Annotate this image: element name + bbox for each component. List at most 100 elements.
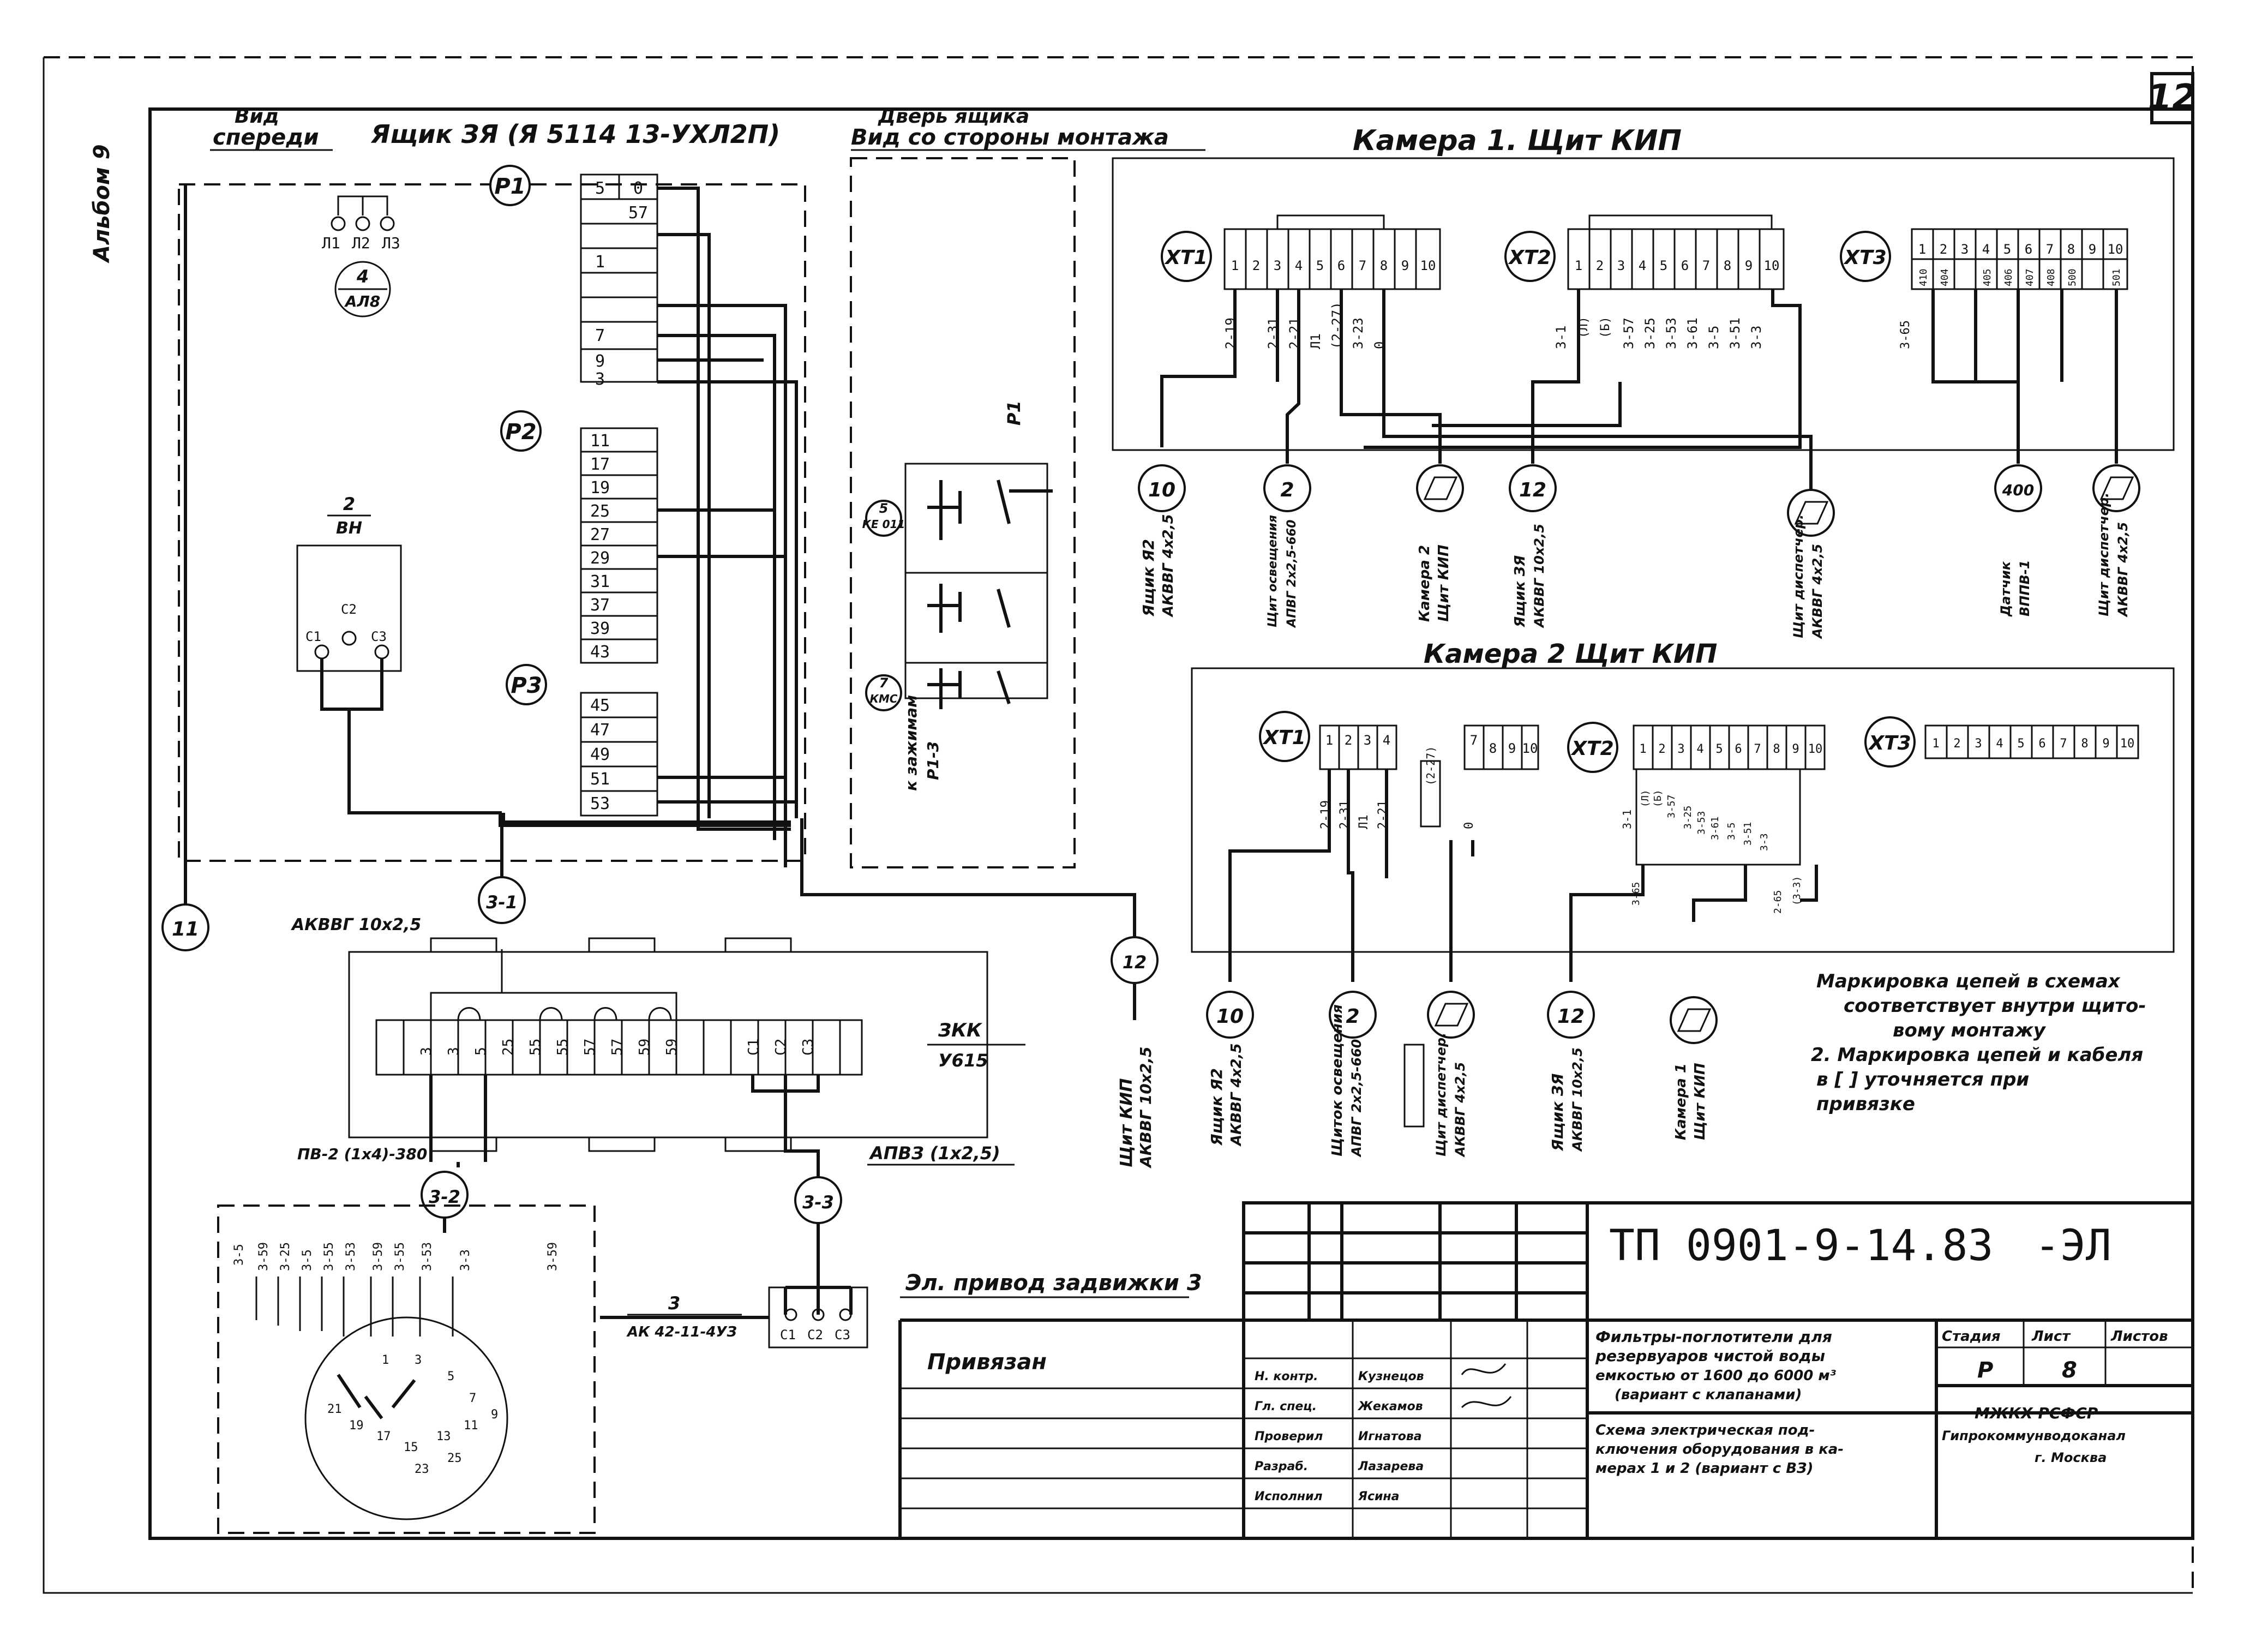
svg-text:3: 3 bbox=[415, 1353, 422, 1367]
svg-text:1: 1 bbox=[1918, 242, 1926, 257]
panel-terminals-bot: 45 47 49 51 53 bbox=[580, 692, 658, 817]
svg-text:ХТ1: ХТ1 bbox=[1262, 727, 1305, 749]
svg-text:7: 7 bbox=[595, 326, 605, 345]
svg-text:7: 7 bbox=[1702, 258, 1710, 273]
ch2-xt1: ХТ1 1 2 3 4 7 8 9 10 2-19 2-31 Л1 2-21 (… bbox=[1228, 711, 1539, 982]
svg-text:15: 15 bbox=[404, 1441, 418, 1454]
svg-text:1: 1 bbox=[1575, 258, 1582, 273]
panel-wiring bbox=[499, 187, 1136, 938]
svg-text:Игнатова: Игнатова bbox=[1358, 1430, 1422, 1443]
svg-text:10: 10 bbox=[1216, 1005, 1244, 1028]
svg-text:Щит диспетчер.: Щит диспетчер. bbox=[2096, 493, 2111, 616]
svg-text:АПВГ 2х2,5-660: АПВГ 2х2,5-660 bbox=[1349, 1039, 1364, 1158]
relay-p3: Р3 bbox=[506, 664, 547, 705]
svg-text:Привязан: Привязан bbox=[927, 1350, 1047, 1375]
svg-text:17: 17 bbox=[590, 455, 610, 474]
svg-text:С2: С2 bbox=[807, 1327, 823, 1343]
svg-text:3-1: 3-1 bbox=[1553, 326, 1569, 349]
svg-text:3-61: 3-61 bbox=[1709, 817, 1721, 840]
svg-text:Маркировка цепей в схемах: Маркировка цепей в схемах bbox=[1816, 970, 2121, 992]
svg-text:4: 4 bbox=[1639, 258, 1646, 273]
svg-text:ЗКК: ЗКК bbox=[938, 1020, 983, 1041]
svg-text:8: 8 bbox=[1489, 741, 1497, 756]
panel-terminals-top: 5 0 57 1 7 9 3 bbox=[580, 173, 658, 389]
chamber1-title: Камера 1. Щит КИП bbox=[1353, 124, 1682, 157]
svg-text:3-3: 3-3 bbox=[802, 1192, 834, 1213]
svg-text:9: 9 bbox=[1401, 258, 1409, 273]
svg-text:3: 3 bbox=[1961, 242, 1969, 257]
svg-text:47: 47 bbox=[590, 721, 610, 740]
svg-text:С1: С1 bbox=[746, 1039, 762, 1056]
svg-text:11: 11 bbox=[172, 918, 199, 940]
svg-text:49: 49 bbox=[590, 745, 610, 764]
svg-text:2-65: 2-65 bbox=[1772, 890, 1784, 914]
svg-text:(Б): (Б) bbox=[1652, 789, 1664, 807]
svg-text:ХТ2: ХТ2 bbox=[1508, 247, 1551, 269]
svg-text:(вариант с клапанами): (вариант с клапанами) bbox=[1615, 1387, 1802, 1403]
svg-text:10: 10 bbox=[2108, 242, 2123, 257]
svg-text:7: 7 bbox=[2046, 242, 2054, 257]
svg-text:ХТ1: ХТ1 bbox=[1164, 247, 1207, 269]
svg-text:Камера 2: Камера 2 bbox=[1417, 545, 1433, 622]
svg-text:0: 0 bbox=[1462, 822, 1476, 829]
svg-text:9: 9 bbox=[595, 352, 605, 371]
svg-text:3-53: 3-53 bbox=[1696, 811, 1707, 835]
svg-text:Гипрокоммунводоканал: Гипрокоммунводоканал bbox=[1942, 1428, 2126, 1443]
svg-text:2: 2 bbox=[1940, 242, 1947, 257]
svg-text:(3-3): (3-3) bbox=[1791, 876, 1803, 906]
svg-text:Ящик Я2: Ящик Я2 bbox=[1208, 1068, 1226, 1146]
svg-text:1: 1 bbox=[1639, 742, 1646, 756]
svg-text:11: 11 bbox=[590, 432, 610, 451]
svg-text:3-53: 3-53 bbox=[344, 1242, 358, 1271]
door-title-a: Дверь ящика bbox=[878, 105, 1029, 128]
svg-text:8: 8 bbox=[1773, 742, 1780, 756]
svg-text:(Б): (Б) bbox=[1599, 316, 1612, 338]
svg-text:АК 42-11-4УЗ: АК 42-11-4УЗ bbox=[626, 1324, 737, 1340]
svg-text:3: 3 bbox=[1975, 737, 1982, 751]
svg-text:12: 12 bbox=[1557, 1005, 1585, 1028]
panel-terminals-mid: 11 17 19 25 27 29 31 37 39 43 bbox=[580, 427, 658, 664]
svg-text:43: 43 bbox=[590, 643, 610, 662]
ch2-xt3: ХТ3 1 2 3 4 5 6 7 8 9 10 bbox=[1864, 716, 2139, 768]
svg-text:7: 7 bbox=[879, 675, 889, 691]
svg-text:3-1: 3-1 bbox=[486, 892, 518, 913]
panel-view-label-a: Вид bbox=[235, 105, 279, 128]
svg-text:3-55: 3-55 bbox=[393, 1242, 407, 1271]
svg-text:Разраб.: Разраб. bbox=[1255, 1460, 1308, 1473]
svg-text:3-61: 3-61 bbox=[1685, 317, 1700, 349]
svg-text:405: 405 bbox=[1982, 268, 1993, 286]
ch1-xt3: ХТ3 1 2 3 4 5 6 7 8 9 10 3-65 410 404 40… bbox=[1840, 228, 2128, 464]
svg-text:501: 501 bbox=[2111, 268, 2122, 286]
svg-text:1: 1 bbox=[1325, 733, 1333, 748]
svg-text:3: 3 bbox=[418, 1047, 435, 1056]
svg-text:5: 5 bbox=[595, 179, 605, 198]
door-box bbox=[850, 157, 1076, 868]
svg-text:7: 7 bbox=[469, 1392, 476, 1405]
svg-text:6: 6 bbox=[1337, 258, 1345, 273]
svg-text:408: 408 bbox=[2045, 268, 2057, 286]
svg-text:3-25: 3-25 bbox=[1682, 806, 1694, 829]
svg-text:ХТ3: ХТ3 bbox=[1868, 732, 1911, 754]
svg-text:Н. контр.: Н. контр. bbox=[1255, 1370, 1318, 1383]
panel-view-label-b: спереди bbox=[213, 125, 319, 150]
svg-text:КЕ 011: КЕ 011 bbox=[862, 518, 905, 531]
svg-text:Щит освещения: Щит освещения bbox=[1266, 515, 1280, 627]
svg-text:9: 9 bbox=[1508, 741, 1516, 756]
svg-text:4: 4 bbox=[1996, 737, 2003, 751]
svg-text:3-5: 3-5 bbox=[1726, 822, 1737, 840]
svg-text:Эл. привод задвижки 3: Эл. привод задвижки 3 bbox=[905, 1271, 1202, 1296]
svg-text:7: 7 bbox=[1470, 733, 1478, 748]
svg-text:3-65: 3-65 bbox=[1899, 320, 1912, 349]
svg-text:10: 10 bbox=[1764, 258, 1780, 273]
svg-text:57: 57 bbox=[609, 1039, 626, 1056]
svg-text:407: 407 bbox=[2024, 268, 2036, 286]
svg-text:к зажимам: к зажимам bbox=[902, 695, 920, 791]
svg-text:Р1-3: Р1-3 bbox=[924, 741, 942, 780]
svg-text:в [ ] уточняется при: в [ ] уточняется при bbox=[1816, 1069, 2029, 1090]
svg-text:410: 410 bbox=[1918, 268, 1929, 286]
panel-box bbox=[178, 183, 806, 862]
svg-text:Камера 1: Камера 1 bbox=[1673, 1063, 1689, 1140]
svg-text:У615: У615 bbox=[938, 1050, 988, 1071]
svg-text:3-3: 3-3 bbox=[459, 1249, 472, 1271]
svg-text:3-3: 3-3 bbox=[1759, 833, 1770, 851]
